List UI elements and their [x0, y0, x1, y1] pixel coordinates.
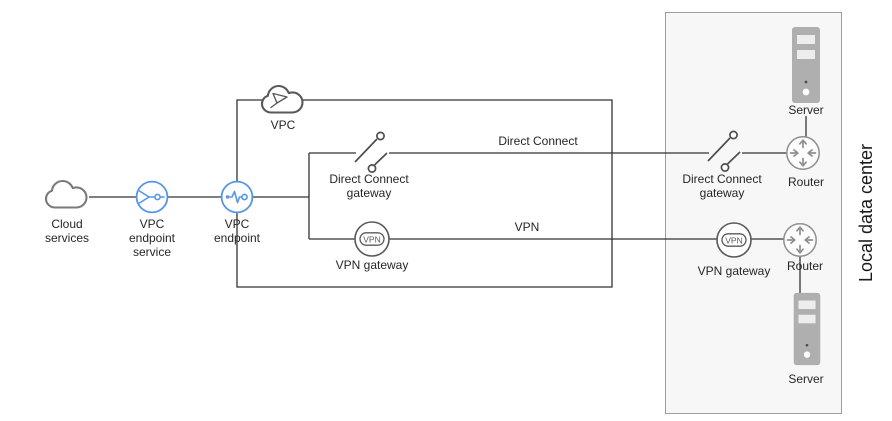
- router-icon-top: [785, 135, 821, 171]
- server-icon-bottom: [790, 291, 824, 367]
- vpc-cloud-icon: [260, 84, 306, 118]
- direct-connect-gateway-label-datacenter: Direct Connect gateway: [682, 172, 762, 200]
- direct-connect-link-label: Direct Connect: [498, 134, 578, 148]
- vpn-badge-text: VPN: [363, 234, 380, 244]
- vpc-label: VPC: [270, 118, 296, 132]
- direct-connect-gateway-icon-vpc: [350, 129, 394, 175]
- vpc-endpoint-label: VPC endpoint: [213, 217, 261, 245]
- server-icon-top: [789, 25, 823, 105]
- router-top-label: Router: [787, 175, 825, 189]
- server-bottom-label: Server: [788, 372, 824, 386]
- cloud-services-label: Cloud services: [44, 217, 89, 245]
- direct-connect-gateway-icon-datacenter: [703, 128, 747, 174]
- vpc-endpoint-icon: [220, 180, 254, 214]
- cloud-services-icon: [44, 179, 90, 213]
- vpn-badge-text: VPN: [725, 235, 742, 245]
- vpc-endpoint-service-label: VPC endpoint service: [128, 217, 176, 259]
- vpn-gateway-icon-datacenter: VPN: [714, 220, 754, 260]
- router-icon-bottom: [782, 222, 818, 258]
- vpn-gateway-icon-vpc: VPN: [352, 219, 392, 259]
- vpc-endpoint-service-icon: [135, 180, 169, 214]
- direct-connect-gateway-label-vpc: Direct Connect gateway: [329, 172, 409, 200]
- server-top-label: Server: [788, 103, 824, 117]
- vpn-gateway-label-datacenter: VPN gateway: [697, 264, 771, 278]
- local-data-center-label: Local data center: [856, 143, 876, 283]
- vpn-gateway-label-vpc: VPN gateway: [335, 258, 409, 272]
- router-bottom-label: Router: [786, 259, 824, 273]
- vpc-boundary-box: [236, 99, 613, 288]
- vpn-link-label: VPN: [514, 220, 540, 234]
